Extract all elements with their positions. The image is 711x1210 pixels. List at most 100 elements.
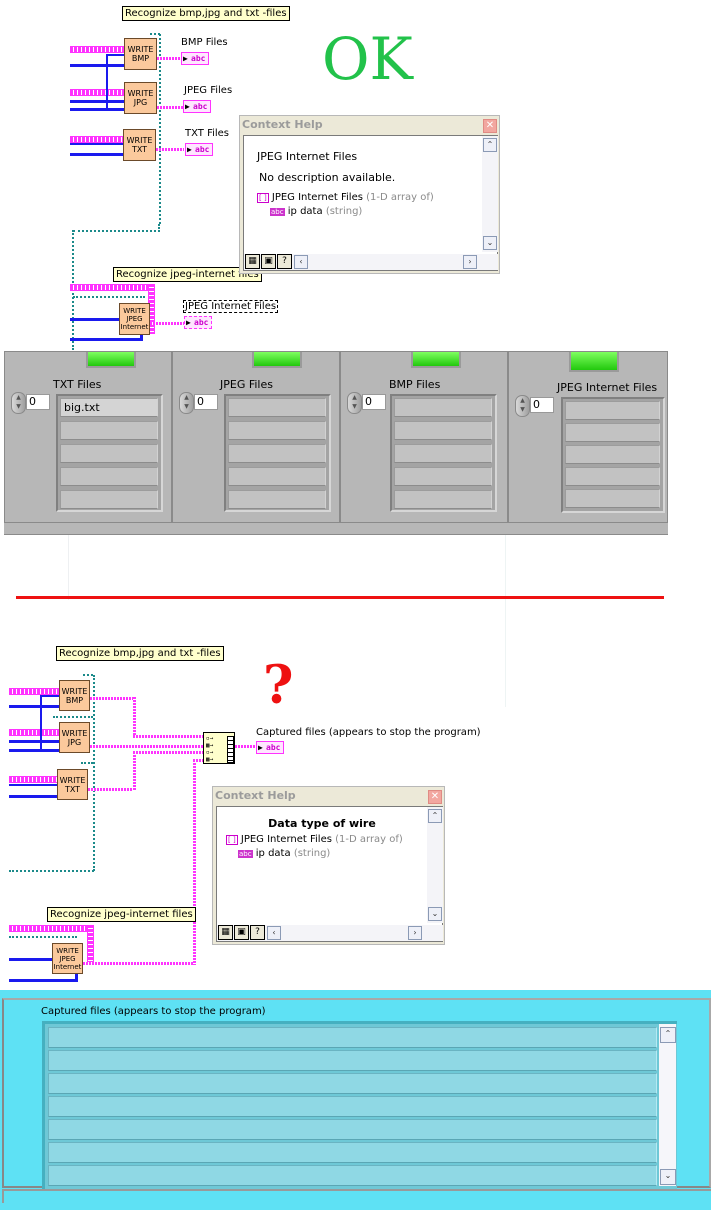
write-txt-subvi[interactable]: WRITE TXT — [57, 769, 88, 800]
write-jpg-subvi[interactable]: WRITE JPG — [59, 722, 90, 753]
help-icon[interactable]: ? — [277, 254, 292, 269]
write-bmp-subvi[interactable]: WRITE BMP — [124, 38, 157, 70]
scroll-right-icon[interactable]: › — [463, 255, 477, 269]
scroll-down-icon[interactable]: ⌄ — [483, 236, 497, 250]
array-element[interactable] — [565, 445, 660, 464]
build-array-node[interactable]: ▫→▩→▫→▩→ — [203, 732, 235, 764]
array-element[interactable] — [394, 398, 492, 417]
array-element[interactable] — [565, 489, 660, 508]
array-element[interactable] — [60, 444, 158, 463]
array-element[interactable] — [48, 1119, 657, 1140]
subvi-label: TXT — [131, 145, 148, 154]
output-wire — [235, 745, 256, 748]
scroll-left-icon[interactable]: ‹ — [267, 926, 281, 940]
array-element[interactable] — [228, 467, 326, 486]
array-element[interactable] — [394, 421, 492, 440]
indicator-label: JPEG Internet Files — [183, 300, 279, 313]
data-wire — [106, 54, 126, 56]
output-wire — [133, 752, 136, 791]
scroll-down-icon[interactable]: ⌄ — [660, 1169, 676, 1185]
help-icon[interactable]: ? — [250, 925, 265, 940]
array-element[interactable] — [48, 1073, 657, 1094]
error-wire — [81, 762, 93, 764]
type-desc: (1-D array of) — [335, 834, 403, 845]
scroll-up-icon[interactable]: ⌃ — [660, 1027, 676, 1043]
scroll-up-icon[interactable]: ⌃ — [428, 809, 442, 823]
error-wire — [73, 296, 145, 298]
array-element[interactable] — [48, 1050, 657, 1071]
spin-arrows-icon[interactable]: ▲▼ — [179, 392, 194, 414]
array-element[interactable] — [60, 421, 158, 440]
array-element[interactable] — [48, 1142, 657, 1163]
subvi-label: BMP — [131, 54, 150, 63]
captured-files-terminal[interactable]: ▶abc — [256, 741, 284, 754]
horizontal-scrollbar[interactable]: ▦ ▣ ? ‹ › — [244, 254, 498, 270]
spin-arrows-icon[interactable]: ▲▼ — [347, 392, 362, 414]
bmp-files-terminal[interactable]: ▶abc — [181, 52, 209, 65]
close-icon[interactable]: ✕ — [483, 119, 497, 133]
error-wire — [9, 870, 94, 872]
lock-icon[interactable]: ▣ — [234, 925, 249, 940]
jpeg-files-cluster: JPEG Files ▲▼ 0 — [172, 351, 340, 523]
vertical-scrollbar[interactable]: ⌃ ⌄ — [482, 136, 498, 252]
array-element[interactable] — [48, 1165, 657, 1186]
type-name: JPEG Internet Files — [271, 192, 363, 203]
output-wire — [133, 697, 136, 737]
context-help-window: Context Help ✕ Data type of wire [ ] JPE… — [212, 786, 445, 945]
index-value[interactable]: 0 — [26, 394, 50, 410]
write-bmp-subvi[interactable]: WRITE BMP — [59, 680, 90, 711]
index-value[interactable]: 0 — [194, 394, 218, 410]
close-icon[interactable]: ✕ — [428, 790, 442, 804]
array-element[interactable] — [228, 421, 326, 440]
lock-icon[interactable]: ▣ — [261, 254, 276, 269]
scroll-right-icon[interactable]: › — [408, 926, 422, 940]
write-jpeg-internet-subvi[interactable]: WRITE JPEG Internet — [119, 303, 150, 335]
array-element[interactable] — [228, 490, 326, 509]
spin-arrows-icon[interactable]: ▲▼ — [11, 392, 26, 414]
array-element[interactable] — [228, 398, 326, 417]
front-panel-bottom: Captured files (appears to stop the prog… — [0, 990, 711, 1210]
subvi-label: Internet — [120, 323, 149, 331]
array-element[interactable] — [394, 490, 492, 509]
output-wire — [193, 759, 203, 762]
show-diagram-icon[interactable]: ▦ — [218, 925, 233, 940]
spin-arrows-icon[interactable]: ▲▼ — [515, 395, 530, 417]
array-element[interactable] — [565, 467, 660, 486]
vertical-scrollbar[interactable]: ⌃ ⌄ — [427, 807, 443, 923]
indicator-label: JPEG Files — [184, 85, 233, 96]
write-txt-subvi[interactable]: WRITE TXT — [123, 129, 156, 161]
array-element[interactable] — [394, 444, 492, 463]
write-jpg-subvi[interactable]: WRITE JPG — [124, 82, 157, 114]
array-element[interactable] — [394, 467, 492, 486]
data-wire — [75, 972, 78, 982]
data-wire — [40, 695, 60, 697]
output-wire — [150, 322, 184, 325]
window-title: Context Help — [242, 118, 323, 131]
array-element[interactable] — [565, 401, 660, 420]
array-element[interactable] — [48, 1027, 657, 1048]
array-element[interactable] — [48, 1096, 657, 1117]
array-label: JPEG Internet Files — [557, 381, 658, 394]
array-element[interactable] — [60, 467, 158, 486]
jpeg-files-terminal[interactable]: ▶abc — [183, 100, 211, 113]
array-element[interactable] — [565, 423, 660, 442]
path-wire — [9, 925, 93, 932]
scroll-up-icon[interactable]: ⌃ — [483, 138, 497, 152]
recognize-internet-label: Recognize jpeg-internet files — [113, 267, 262, 282]
panel-divider — [2, 1189, 711, 1203]
txt-files-terminal[interactable]: ▶abc — [185, 143, 213, 156]
horizontal-scrollbar[interactable]: ▦ ▣ ? ‹ › — [217, 925, 443, 941]
array-element[interactable] — [60, 490, 158, 509]
index-value[interactable]: 0 — [530, 397, 554, 413]
scroll-left-icon[interactable]: ‹ — [294, 255, 308, 269]
jpeg-internet-files-terminal[interactable]: ▶abc — [184, 316, 212, 329]
data-wire — [70, 100, 126, 103]
array-label: JPEG Files — [220, 378, 273, 391]
write-jpeg-internet-subvi[interactable]: WRITE JPEG Internet — [52, 943, 83, 974]
index-value[interactable]: 0 — [362, 394, 386, 410]
array-element[interactable] — [228, 444, 326, 463]
vertical-scrollbar[interactable]: ⌃ ⌄ — [659, 1024, 676, 1186]
scroll-down-icon[interactable]: ⌄ — [428, 907, 442, 921]
array-element[interactable]: big.txt — [60, 398, 158, 417]
show-diagram-icon[interactable]: ▦ — [245, 254, 260, 269]
